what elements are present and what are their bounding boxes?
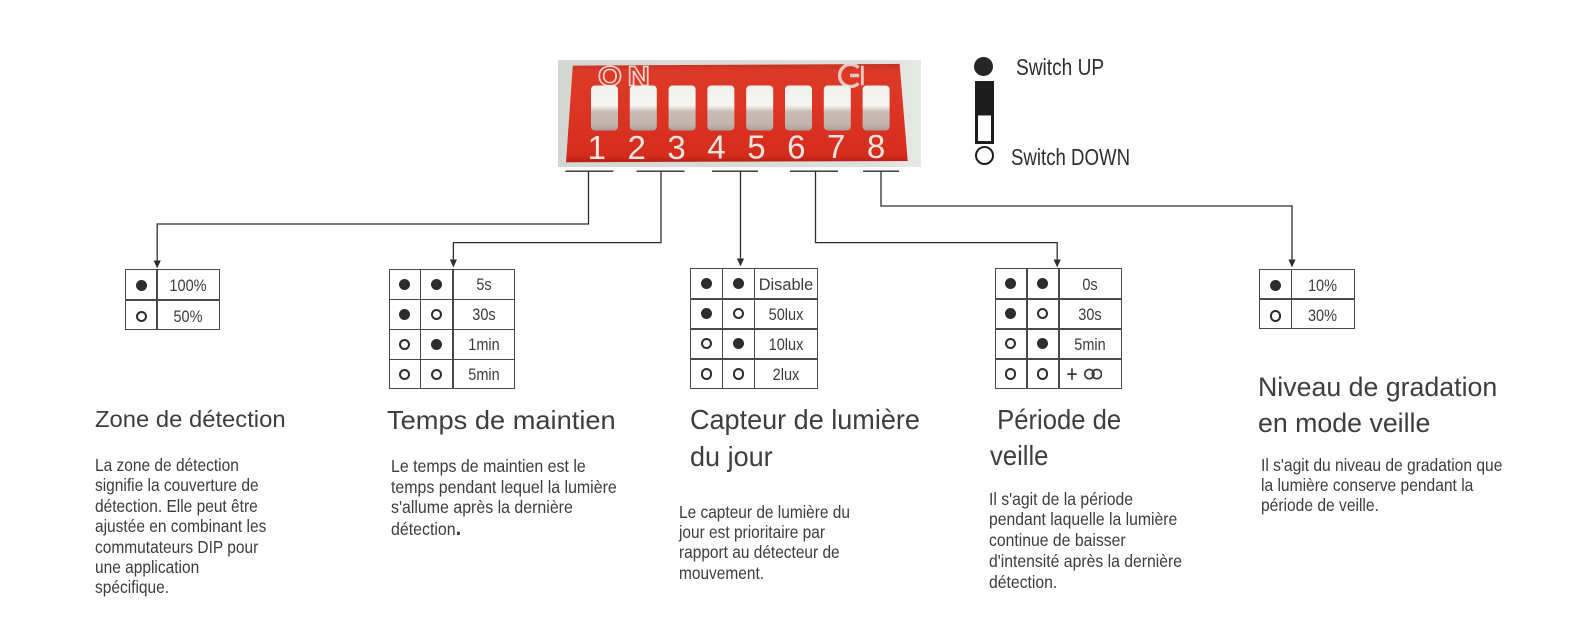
svg-text:2: 2	[628, 129, 646, 166]
svg-text:4: 4	[707, 129, 725, 166]
svg-text:5: 5	[747, 129, 765, 166]
svg-text:8: 8	[867, 128, 885, 165]
svg-text:7: 7	[827, 128, 845, 165]
svg-text:6: 6	[787, 129, 805, 166]
svg-text:3: 3	[667, 129, 685, 166]
svg-text:1: 1	[588, 129, 606, 166]
